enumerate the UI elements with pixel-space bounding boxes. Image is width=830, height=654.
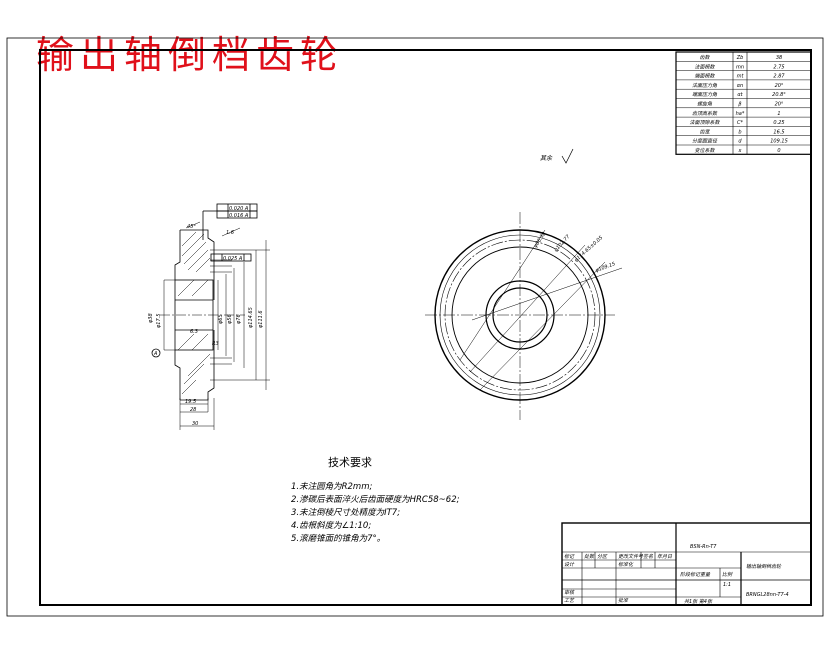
requirement-2: 2.渗碳后表面淬火后齿面硬度为HRC58~62; bbox=[291, 494, 460, 505]
label-stage: 阶段标记 bbox=[680, 571, 701, 578]
param-name: 端面模数 bbox=[694, 73, 715, 80]
title-block bbox=[561, 522, 812, 606]
label-weight: 重量 bbox=[700, 571, 711, 578]
section-view bbox=[151, 203, 270, 430]
param-name: 齿数 bbox=[699, 54, 710, 61]
section-view-labels: 0.020 A 0.016 A 0.025 A 45° 1.6 φ38 φ17.… bbox=[148, 206, 264, 427]
roughness-value: 6.3 bbox=[190, 329, 198, 335]
drawing-number: BSN-Rn-T7 bbox=[690, 544, 717, 550]
label-zone: 分区 bbox=[597, 553, 608, 560]
param-symbol: b bbox=[738, 129, 741, 135]
front-view-labels: φ86.38 φ102.77 φ114.65±0.05 φ109.15 bbox=[533, 231, 617, 274]
part-name: 输出轴倒档齿轮 bbox=[746, 563, 782, 570]
param-symbol: mt bbox=[737, 74, 745, 80]
dim-chamfer2: 1.6 bbox=[226, 230, 234, 236]
param-symbol: αn bbox=[737, 83, 743, 89]
param-name: 法面模数 bbox=[694, 63, 715, 70]
requirement-3: 3.未注倒棱尺寸处精度为IT7; bbox=[291, 507, 400, 518]
param-value: 0 bbox=[777, 148, 780, 154]
param-symbol: Zb bbox=[736, 55, 744, 61]
requirement-5: 5.滚磨锥面的锥角为7°。 bbox=[291, 533, 385, 544]
drawing-frame bbox=[39, 49, 812, 606]
dim-w3: 30 bbox=[192, 421, 198, 427]
label-marker: 标记 bbox=[564, 553, 575, 560]
dim-bore-tol: φ17.5 bbox=[156, 314, 162, 328]
label-checker: 审核 bbox=[564, 589, 575, 596]
param-value: 20.8° bbox=[772, 92, 786, 98]
param-symbol: C* bbox=[737, 120, 743, 126]
dim-radius: R3 bbox=[212, 341, 219, 347]
param-name: 变位系数 bbox=[694, 147, 715, 154]
label-process: 工艺 bbox=[564, 597, 575, 604]
dim-d2: φ56 bbox=[227, 314, 233, 324]
label-ratio: 比例 bbox=[722, 571, 733, 578]
param-name: 螺旋角 bbox=[697, 101, 713, 108]
tolerance-frame-3: 0.025 A bbox=[223, 256, 243, 262]
drawing-title: 输出轴倒档齿轮 bbox=[36, 33, 345, 77]
label-standardize: 标准化 bbox=[618, 561, 634, 568]
sheet-info: 共1张 第4张 bbox=[684, 598, 713, 605]
roughness-label: 其余 bbox=[540, 154, 553, 162]
requirements-heading: 技术要求 bbox=[328, 456, 372, 469]
param-value: 16.5 bbox=[773, 129, 784, 135]
param-value: 38 bbox=[776, 55, 782, 61]
param-name: 法面压力角 bbox=[692, 82, 718, 89]
param-symbol: β bbox=[738, 102, 742, 108]
front-view bbox=[425, 212, 623, 420]
gear-parameter-table: 齿数 Zb 38 法面模数 mn 2.75 端面模数 mt 2.87 法面压力角 αn 20° 端面压力… bbox=[675, 51, 812, 155]
title-block-text: BSN-Rn-T7 输出轴倒档齿轮 BRNGL28nn-T7-4 共1张 第4张… bbox=[564, 544, 789, 605]
param-value: 109.15 bbox=[770, 139, 788, 145]
dim-d5: φ111.6 bbox=[258, 310, 264, 328]
label-signature: 签名 bbox=[643, 553, 654, 560]
param-symbol: ha* bbox=[736, 111, 745, 117]
leader-4: φ109.15 bbox=[595, 261, 617, 274]
label-date: 年月日 bbox=[657, 553, 673, 560]
param-name: 端面压力角 bbox=[692, 91, 718, 98]
tolerance-frame-2: 0.016 A bbox=[229, 213, 249, 219]
param-symbol: x bbox=[738, 148, 742, 154]
leader-3: φ114.65±0.05 bbox=[573, 235, 604, 264]
dim-d4: φ114.65 bbox=[248, 307, 254, 328]
dim-w2: 28 bbox=[190, 407, 196, 413]
param-value: 2.87 bbox=[773, 74, 785, 80]
dim-d1: φ65 bbox=[218, 314, 224, 324]
requirement-4: 4.齿根斜度为∠1:10; bbox=[291, 520, 371, 531]
tolerance-frame-1: 0.020 A bbox=[229, 206, 249, 212]
label-designer: 设计 bbox=[564, 561, 575, 568]
param-value: 0.25 bbox=[773, 120, 784, 126]
leader-1: φ86.38 bbox=[533, 231, 548, 249]
dim-chamfer: 45° bbox=[187, 224, 196, 230]
label-count: 处数 bbox=[584, 553, 595, 560]
technical-requirements: 技术要求 1.未注圆角为R2mm; 2.渗碳后表面淬火后齿面硬度为HRC58~6… bbox=[291, 456, 460, 544]
param-symbol: αt bbox=[737, 92, 743, 98]
doc-code: BRNGL28nn-T7-4 bbox=[746, 592, 789, 598]
param-value: 1 bbox=[777, 111, 780, 117]
param-value: 20° bbox=[775, 83, 784, 89]
label-approve: 批准 bbox=[618, 597, 629, 604]
param-symbol: d bbox=[738, 139, 742, 145]
outer-border bbox=[6, 37, 824, 617]
label-change-no: 更改文件号 bbox=[618, 553, 644, 560]
param-name: 分度圆直径 bbox=[692, 138, 718, 145]
roughness-symbol-icon bbox=[561, 148, 574, 164]
param-value: 2.75 bbox=[773, 64, 784, 70]
param-name: 齿宽 bbox=[699, 128, 710, 135]
datum-label: A bbox=[153, 351, 158, 357]
param-symbol: mn bbox=[736, 64, 744, 70]
dim-d3: φ76 bbox=[236, 314, 242, 324]
dim-w1: 19.5 bbox=[185, 399, 196, 405]
scale: 1:1 bbox=[723, 582, 731, 588]
param-name: 齿顶高系数 bbox=[692, 110, 718, 117]
requirement-1: 1.未注圆角为R2mm; bbox=[291, 481, 372, 492]
dim-bore: φ38 bbox=[148, 313, 154, 323]
param-name: 法面顶隙系数 bbox=[689, 119, 720, 126]
param-value: 20° bbox=[775, 102, 784, 108]
roughness-note: 其余 bbox=[540, 148, 574, 164]
